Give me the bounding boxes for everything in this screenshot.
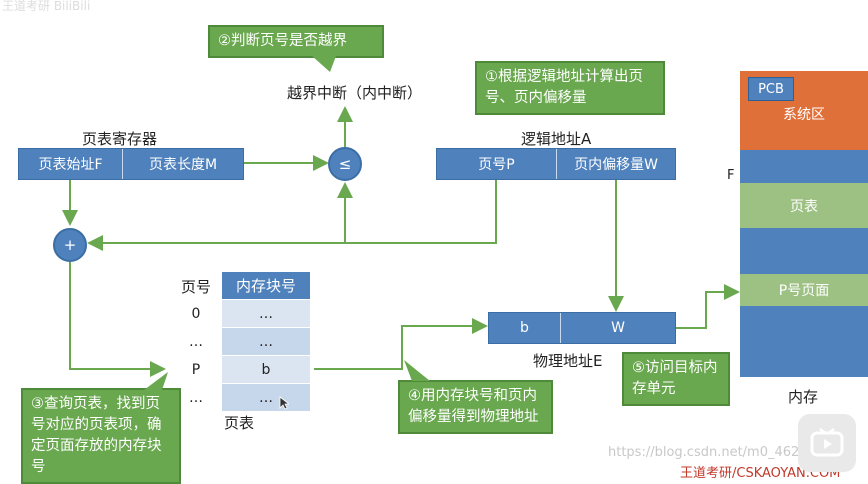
memory-f-marker: F	[727, 168, 735, 183]
page-table-index-header: 页号	[180, 277, 211, 296]
logical-offset-cell: 页内偏移量W	[557, 149, 675, 179]
block-to-physical-arrow	[314, 318, 488, 370]
page-index: …	[189, 390, 203, 406]
block-number: b	[222, 356, 310, 384]
table-row: 0 …	[170, 300, 310, 328]
page-table: 页号 内存块号 0 … … … P b … …	[170, 272, 310, 412]
physical-offset-cell: W	[561, 313, 675, 343]
block-number: …	[222, 328, 310, 356]
pcb-block: PCB	[748, 77, 794, 101]
page-index: P	[191, 362, 201, 378]
block-number: …	[222, 300, 310, 328]
page-index: 0	[191, 306, 201, 322]
video-player-button[interactable]	[798, 414, 856, 472]
page-table-header: 页号 内存块号	[170, 272, 310, 300]
step1-callout: ①根据逻辑地址计算出页号、页内偏移量	[475, 61, 665, 115]
pageno-to-compare-arrow	[337, 178, 497, 244]
memory-block	[740, 228, 868, 274]
memory-page-table: 页表	[740, 183, 868, 228]
add-to-pagetable-arrow	[69, 262, 166, 377]
physical-to-memory-arrow	[674, 284, 740, 329]
mouse-cursor-icon	[279, 396, 289, 410]
logical-address: 页号P 页内偏移量W	[436, 148, 676, 180]
page-index: …	[189, 334, 203, 350]
add-node: +	[53, 228, 87, 262]
page-table-caption: 页表	[224, 414, 255, 432]
physical-address-title: 物理地址E	[533, 352, 603, 370]
step3-callout: ③查询页表，找到页号对应的页表项，确定页面存放的内存块号	[21, 388, 181, 484]
step2-callout: ②判断页号是否越界	[208, 25, 384, 58]
logical-address-title: 逻辑地址A	[521, 130, 592, 148]
memory-block	[740, 306, 868, 377]
memory-block	[740, 150, 868, 183]
register-length-cell: 页表长度M	[123, 149, 243, 179]
top-branding: 王道考研 BiliBili	[2, 0, 91, 13]
table-row: … …	[170, 328, 310, 356]
memory-p-page: P号页面	[740, 274, 868, 306]
logical-page-cell: 页号P	[437, 149, 557, 179]
register-base-cell: 页表始址F	[19, 149, 123, 179]
step3-pointer	[144, 372, 168, 390]
compare-node: ≤	[328, 147, 362, 181]
page-table-block-header: 内存块号	[222, 272, 310, 300]
memory-caption: 内存	[788, 388, 819, 406]
table-row: … …	[170, 384, 310, 412]
step4-callout: ④用内存块号和页内偏移量得到物理地址	[398, 380, 553, 434]
step2-pointer	[312, 56, 336, 72]
physical-address: b W	[488, 312, 676, 344]
physical-block-cell: b	[489, 313, 561, 343]
step5-callout: ⑤访问目标内存单元	[622, 352, 730, 406]
memory-column: 系统区 页表 P号页面	[740, 71, 868, 377]
step4-pointer	[404, 360, 430, 381]
watermark: https://blog.csdn.net/m0_46242001	[608, 445, 841, 460]
tv-play-icon	[810, 428, 844, 457]
interrupt-label: 越界中断（内中断）	[287, 84, 423, 102]
page-table-register: 页表始址F 页表长度M	[18, 148, 244, 180]
register-title: 页表寄存器	[82, 130, 158, 148]
block-number: …	[222, 384, 310, 412]
table-row: P b	[170, 356, 310, 384]
